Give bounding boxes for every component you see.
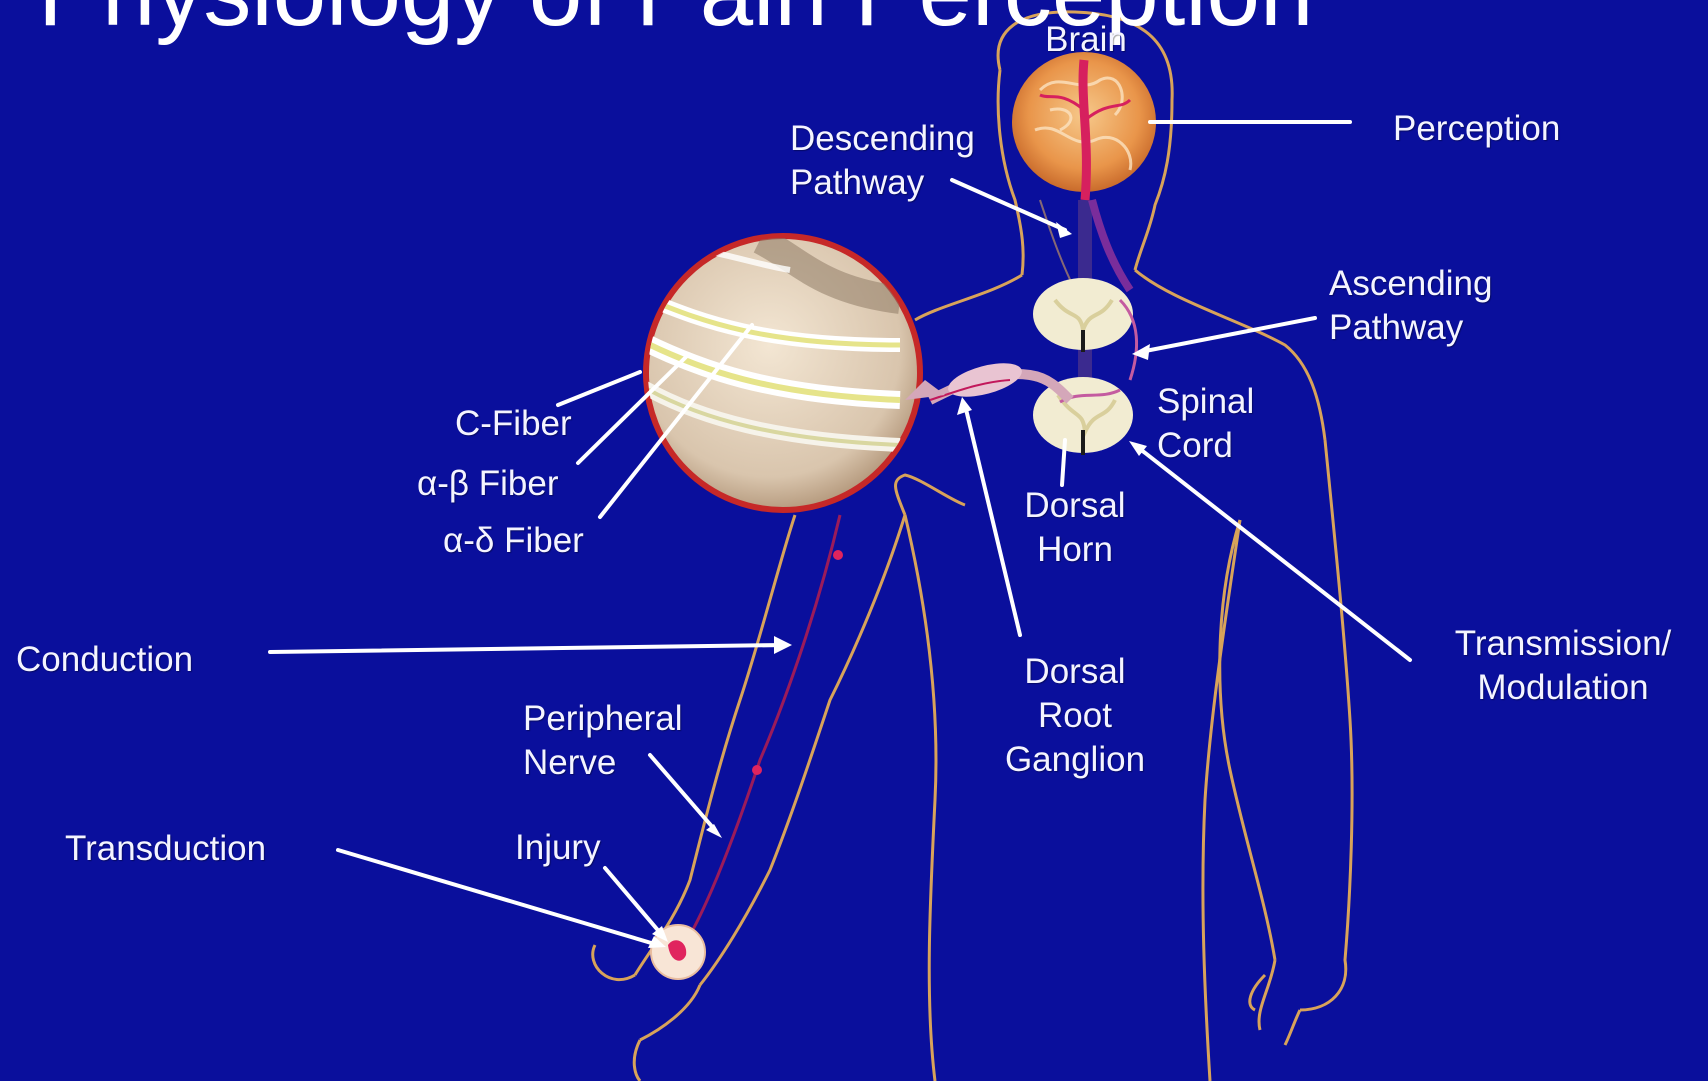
label-conduction: Conduction [16, 638, 193, 682]
label-brain: Brain [1036, 18, 1136, 62]
label-peripheral-line1: Peripheral [523, 697, 683, 741]
left-arm-upper [896, 475, 965, 515]
label-drg-line3: Ganglion [990, 738, 1160, 782]
torso-right [1203, 520, 1240, 1081]
label-descending-line1: Descending [790, 117, 975, 161]
label-alpha-beta-fiber: α-β Fiber [417, 462, 559, 506]
left-shoulder [915, 275, 1022, 320]
peripheral-nerve-line [690, 515, 840, 935]
label-drg-line1: Dorsal [990, 650, 1160, 694]
label-drg-line2: Root [990, 694, 1160, 738]
label-dorsal-horn: Dorsal Horn [1005, 484, 1145, 572]
injury-pointer [605, 868, 662, 935]
c-fiber-pointer [558, 372, 640, 405]
label-ascending-line1: Ascending [1329, 262, 1492, 306]
label-peripheral-line2: Nerve [523, 741, 683, 785]
brain-graphic [1012, 52, 1156, 200]
label-alpha-delta-fiber: α-δ Fiber [443, 519, 584, 563]
label-ascending-line2: Pathway [1329, 306, 1492, 350]
fiber-magnification [640, 236, 945, 510]
transduction-pointer [338, 850, 658, 945]
label-spinal-line2: Cord [1157, 424, 1254, 468]
nerve-signal-dot [833, 550, 843, 560]
nerve-signal-dot [752, 765, 762, 775]
torso-left [905, 515, 936, 1081]
label-ascending-pathway: Ascending Pathway [1329, 262, 1492, 350]
neck-shadow [1040, 200, 1075, 290]
left-arm-inner [700, 515, 905, 985]
right-hand [1250, 960, 1300, 1045]
label-c-fiber: C-Fiber [455, 402, 572, 446]
conduction-pointer [270, 645, 785, 652]
label-transmission-line2: Modulation [1428, 666, 1698, 710]
label-spinal-cord: Spinal Cord [1157, 380, 1254, 468]
spinal-cord-lower [1033, 377, 1133, 455]
label-dorsal-root-ganglion: Dorsal Root Ganglion [990, 650, 1160, 782]
label-transduction: Transduction [65, 827, 266, 871]
label-transmission-line1: Transmission/ [1428, 622, 1698, 666]
transmission-pointer [1135, 445, 1410, 660]
label-dorsal-horn-line2: Horn [1005, 528, 1145, 572]
descending-tract [1092, 200, 1130, 290]
label-transmission-modulation: Transmission/ Modulation [1428, 622, 1698, 710]
right-arm-inner [1220, 520, 1275, 960]
label-injury: Injury [515, 826, 601, 870]
label-peripheral-nerve: Peripheral Nerve [523, 697, 683, 785]
right-arm-outer [1300, 440, 1352, 1010]
label-descending-pathway: Descending Pathway [790, 117, 975, 205]
label-descending-line2: Pathway [790, 161, 975, 205]
label-perception: Perception [1393, 107, 1560, 151]
label-dorsal-horn-line1: Dorsal [1005, 484, 1145, 528]
label-spinal-line1: Spinal [1157, 380, 1254, 424]
